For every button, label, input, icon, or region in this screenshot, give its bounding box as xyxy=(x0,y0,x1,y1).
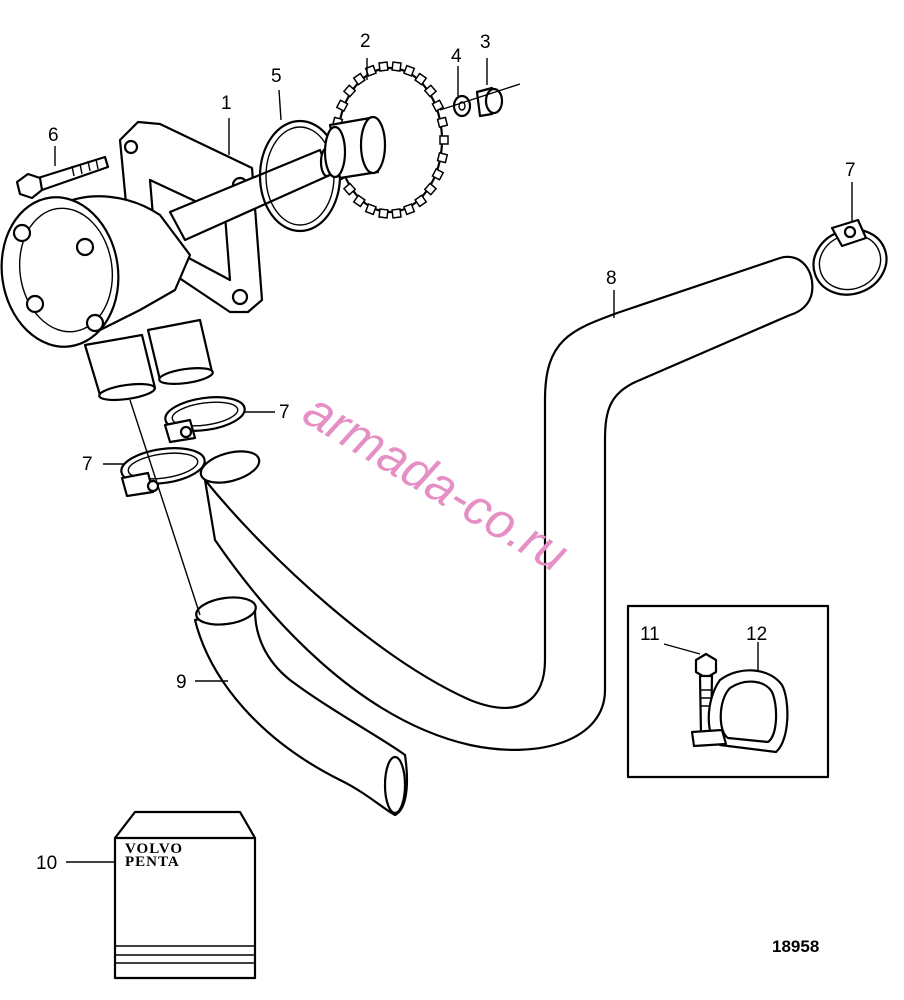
gear-tooth xyxy=(403,64,416,77)
callout-12: 12 xyxy=(746,624,767,645)
callout-7-lower: 7 xyxy=(82,454,93,475)
gear-tooth xyxy=(439,135,449,145)
gear-tooth xyxy=(436,116,449,129)
gear-tooth xyxy=(414,194,428,208)
hose-9 xyxy=(129,399,409,817)
gear-tooth xyxy=(335,99,349,113)
gear-tooth xyxy=(378,208,389,219)
instruction-manual-10: VOLVO PENTA xyxy=(113,810,257,980)
callout-3: 3 xyxy=(480,32,491,53)
pump-body xyxy=(0,195,214,402)
callout-7-upper: 7 xyxy=(279,402,290,423)
callout-7-top-right: 7 xyxy=(845,160,856,181)
manual-brand-line1: VOLVO xyxy=(125,841,183,857)
callout-2: 2 xyxy=(360,31,371,52)
gear-tooth xyxy=(431,99,445,113)
callout-10: 10 xyxy=(36,853,57,874)
gear-tooth xyxy=(423,182,438,196)
gear-tooth xyxy=(342,182,357,196)
hose-clamp-7-lower xyxy=(120,447,206,498)
hose-clamp-7-top-right xyxy=(812,218,888,296)
callout-8: 8 xyxy=(606,268,617,289)
callouts: 1 2 3 4 5 6 7 7 7 8 9 10 11 12 xyxy=(36,31,856,874)
gear-tooth xyxy=(364,203,377,216)
bolt-6 xyxy=(15,155,110,200)
gear-tooth xyxy=(342,84,357,98)
gear-tooth xyxy=(352,72,366,86)
gear-tooth xyxy=(431,167,445,181)
callout-9: 9 xyxy=(176,672,187,693)
document-number: 18958 xyxy=(772,937,819,956)
gear-tooth xyxy=(391,61,402,72)
washer-4 xyxy=(452,94,472,118)
gear-tooth xyxy=(436,151,449,164)
gear-tooth xyxy=(403,203,416,216)
callout-1: 1 xyxy=(221,93,232,114)
callout-4: 4 xyxy=(451,46,462,67)
callout-5: 5 xyxy=(271,66,282,87)
inset-box xyxy=(626,604,830,779)
watermark: armada-co.ru xyxy=(294,381,578,582)
gear-tooth xyxy=(423,84,438,98)
nut-3 xyxy=(439,83,521,118)
gear-tooth xyxy=(414,72,428,86)
pipe-clip-12 xyxy=(690,669,789,754)
hose-clamp-7-upper xyxy=(163,396,246,444)
leader-lines xyxy=(54,58,853,863)
manual-brand-line2: PENTA xyxy=(125,854,180,870)
callout-6: 6 xyxy=(48,125,59,146)
gear-tooth xyxy=(391,208,402,219)
callout-11: 11 xyxy=(640,624,660,645)
gear-2 xyxy=(323,61,449,219)
hose-8 xyxy=(199,255,814,751)
gear-tooth xyxy=(352,194,366,208)
gear-tooth xyxy=(378,61,389,72)
